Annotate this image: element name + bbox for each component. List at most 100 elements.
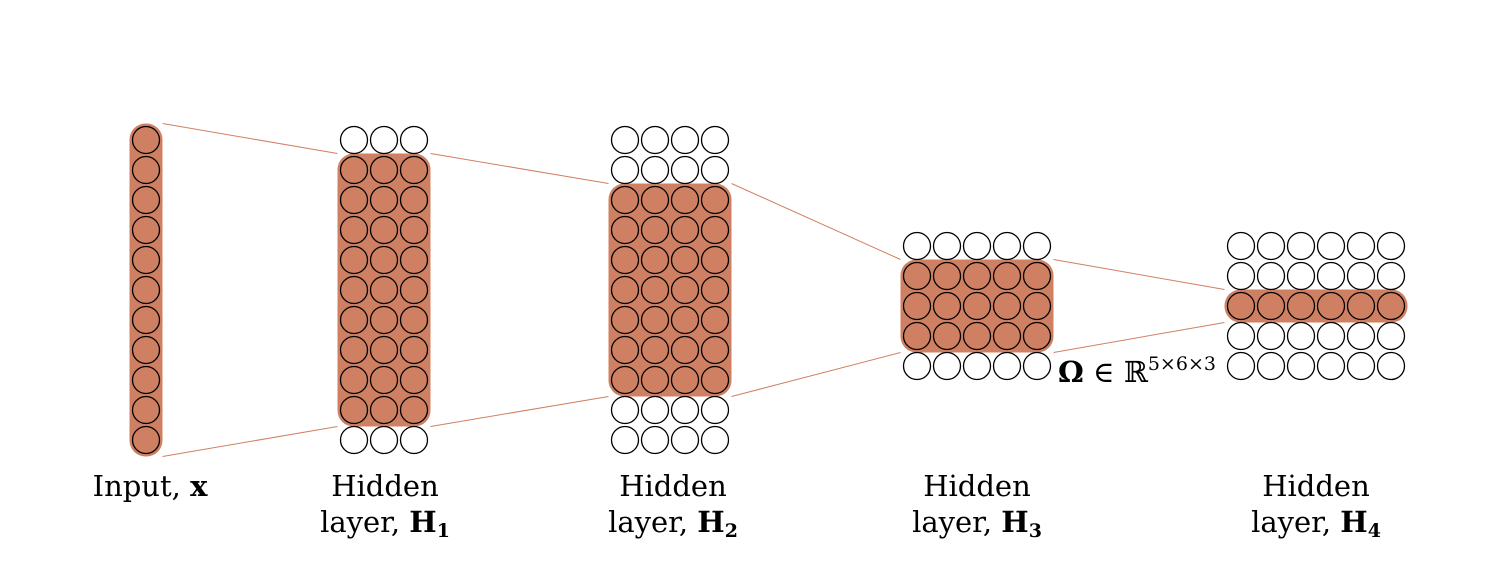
connector-1-top bbox=[430, 153, 609, 184]
layer-2-neuron bbox=[610, 275, 640, 305]
layer-4-neuron bbox=[1376, 261, 1406, 291]
layer-2-neuron bbox=[640, 155, 670, 185]
layer-1-neuron bbox=[399, 335, 429, 365]
connector-0-top bbox=[162, 123, 338, 154]
layer-4-neuron bbox=[1226, 231, 1256, 261]
layer-2-neuron bbox=[640, 215, 670, 245]
connector-2-top bbox=[731, 183, 901, 260]
layer-4-neuron bbox=[1256, 261, 1286, 291]
layer-2-neuron bbox=[610, 395, 640, 425]
layer-2-neuron bbox=[610, 305, 640, 335]
layer-2-neuron bbox=[640, 125, 670, 155]
layer-2-neuron bbox=[670, 425, 700, 455]
layer-1-neuron bbox=[369, 395, 399, 425]
layer-1-neuron bbox=[369, 215, 399, 245]
layer-3-neuron bbox=[932, 291, 962, 321]
layer-2-neuron bbox=[700, 335, 730, 365]
layer-4-neuron bbox=[1376, 321, 1406, 351]
layer-2-neuron bbox=[670, 245, 700, 275]
layer-1-neuron bbox=[339, 395, 369, 425]
layer-1-neuron bbox=[399, 155, 429, 185]
layer-4-neuron bbox=[1256, 351, 1286, 381]
layer-3-neuron bbox=[902, 231, 932, 261]
layer-3-neuron bbox=[992, 321, 1022, 351]
layer-3-neuron bbox=[962, 351, 992, 381]
layer-3-neuron bbox=[902, 261, 932, 291]
input-label-word: Input, bbox=[92, 469, 181, 503]
layer-0-neuron bbox=[131, 215, 161, 245]
layer-2-neuron bbox=[700, 425, 730, 455]
layer-4-neuron bbox=[1346, 351, 1376, 381]
hidden-layer-1-symbol: H bbox=[409, 505, 437, 539]
hidden-layer-2-label-word: layer, bbox=[608, 505, 689, 539]
layer-2-neuron bbox=[640, 335, 670, 365]
layer-3-neuron bbox=[1022, 261, 1052, 291]
layer-1-neuron bbox=[339, 425, 369, 455]
layer-1-neuron bbox=[369, 365, 399, 395]
layer-2-neuron bbox=[610, 215, 640, 245]
layer-2-neuron bbox=[610, 185, 640, 215]
layer-3-neuron bbox=[962, 261, 992, 291]
layer-4-neuron bbox=[1256, 291, 1286, 321]
layer-2-neuron bbox=[670, 365, 700, 395]
hidden-layer-4-label-line1: Hidden bbox=[1262, 469, 1370, 503]
hidden-layer-3-label-word: layer, bbox=[912, 505, 993, 539]
layer-4-neuron bbox=[1286, 291, 1316, 321]
layer-1-neuron bbox=[399, 425, 429, 455]
layer-0-neuron bbox=[131, 395, 161, 425]
layer-2-neuron bbox=[640, 365, 670, 395]
connector-3-top bbox=[1053, 259, 1225, 290]
hidden-layer-3-subscript: 3 bbox=[1028, 520, 1042, 542]
layer-0-neuron bbox=[131, 245, 161, 275]
layer-1-neuron bbox=[369, 305, 399, 335]
layer-1-neuron bbox=[369, 185, 399, 215]
layer-3-neuron bbox=[932, 231, 962, 261]
layer-4-neuron bbox=[1286, 351, 1316, 381]
layer-0-neuron bbox=[131, 155, 161, 185]
layer-4-neuron bbox=[1286, 261, 1316, 291]
layer-2-neuron bbox=[700, 215, 730, 245]
layer-3-neuron bbox=[932, 261, 962, 291]
layer-4-neuron bbox=[1346, 261, 1376, 291]
layer-3-neuron bbox=[992, 291, 1022, 321]
layer-2-neuron bbox=[610, 335, 640, 365]
layer-2-neuron bbox=[640, 425, 670, 455]
layer-3-neuron bbox=[992, 231, 1022, 261]
layer-4-neuron bbox=[1226, 291, 1256, 321]
layer-3-neuron bbox=[962, 291, 992, 321]
layer-2-neuron bbox=[670, 395, 700, 425]
layer-2-neuron bbox=[640, 185, 670, 215]
layer-1-neuron bbox=[399, 395, 429, 425]
layer-1-neuron bbox=[339, 245, 369, 275]
layer-1-neuron bbox=[339, 125, 369, 155]
layer-1-neuron bbox=[339, 155, 369, 185]
layer-0-neuron bbox=[131, 365, 161, 395]
layer-1-neuron bbox=[369, 245, 399, 275]
layer-2-neuron bbox=[670, 125, 700, 155]
hidden-layer-1-label-line1: Hidden bbox=[331, 469, 439, 503]
layer-4-neuron bbox=[1346, 291, 1376, 321]
omega-exponent: 5×6×3 bbox=[1147, 353, 1216, 375]
layer-2-neuron bbox=[670, 155, 700, 185]
input-label-symbol: x bbox=[190, 469, 208, 503]
layer-4-neuron bbox=[1376, 351, 1406, 381]
layer-2-neuron bbox=[700, 395, 730, 425]
layer-4-neuron bbox=[1316, 231, 1346, 261]
omega-symbol: Ω bbox=[1058, 355, 1084, 389]
layer-4-neuron bbox=[1226, 351, 1256, 381]
layer-3-neuron bbox=[932, 351, 962, 381]
layer-2-neuron bbox=[700, 305, 730, 335]
layer-2-neuron bbox=[610, 245, 640, 275]
layer-0-neuron bbox=[131, 185, 161, 215]
layer-1-neuron bbox=[339, 215, 369, 245]
layer-1-neuron bbox=[399, 365, 429, 395]
layer-3-neuron bbox=[992, 351, 1022, 381]
hidden-layer-1-label-word: layer, bbox=[320, 505, 401, 539]
layer-1-neuron bbox=[399, 215, 429, 245]
layer-2-neuron bbox=[610, 155, 640, 185]
neuron-grids bbox=[131, 125, 1406, 455]
layer-2-neuron bbox=[670, 185, 700, 215]
connector-1-bottom bbox=[430, 396, 609, 427]
hidden-layer-1-subscript: 1 bbox=[436, 520, 450, 542]
